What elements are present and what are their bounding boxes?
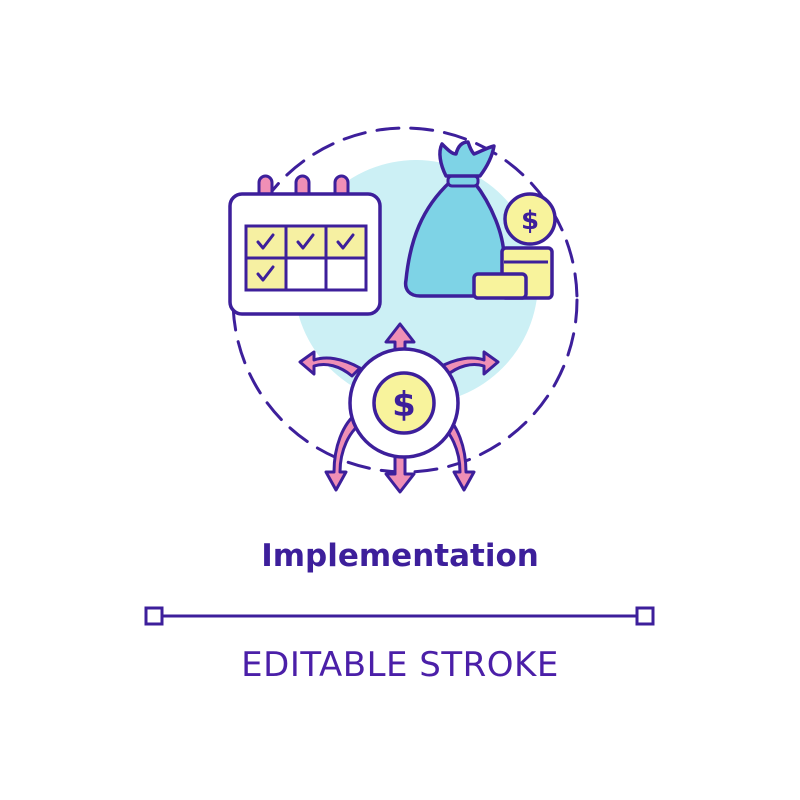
svg-text:$: $ bbox=[521, 206, 539, 236]
coin-stack-icon: $ bbox=[472, 192, 557, 300]
dollar-coin-icon: $ bbox=[348, 347, 460, 459]
dashed-circle bbox=[231, 126, 579, 474]
title: Implementation bbox=[261, 538, 539, 574]
stroke-handle-left bbox=[144, 606, 164, 626]
editable-stroke-line bbox=[144, 606, 655, 626]
calendar-icon bbox=[228, 174, 382, 316]
svg-text:$: $ bbox=[392, 385, 416, 425]
subtitle: EDITABLE STROKE bbox=[241, 645, 559, 685]
stroke-handle-right bbox=[635, 606, 655, 626]
implementation-illustration: $ $ bbox=[228, 126, 579, 494]
